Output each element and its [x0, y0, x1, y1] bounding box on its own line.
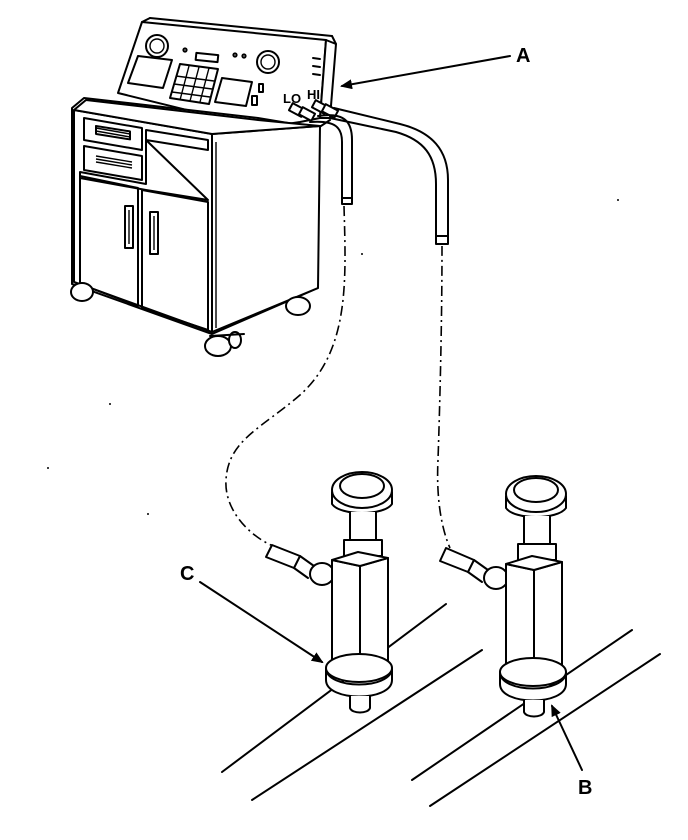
left-gauge	[145, 34, 169, 58]
upper-drawer	[83, 117, 143, 151]
callout-c-label: C	[180, 563, 194, 585]
keypad	[169, 63, 219, 105]
casters	[70, 282, 311, 357]
service-coupler-c	[265, 471, 393, 714]
cabinet-doors	[79, 175, 209, 331]
callout-c: C	[180, 563, 324, 664]
service-coupler-b	[439, 475, 567, 718]
callout-b-label: B	[578, 777, 592, 799]
left-display	[127, 55, 173, 89]
service-port-fittings	[287, 99, 340, 122]
callout-a-label: A	[516, 45, 530, 67]
right-display	[214, 77, 253, 107]
charging-station: LO HI	[70, 17, 340, 357]
cabinet-body	[71, 97, 331, 335]
lo-port-label: LO	[283, 91, 301, 106]
lower-drawer	[83, 145, 143, 181]
scan-specks	[47, 199, 619, 515]
control-console	[117, 17, 337, 129]
hi-port-label: HI	[307, 87, 320, 102]
hi-hose	[329, 107, 451, 549]
callout-b: B	[551, 704, 592, 799]
right-gauge	[256, 50, 280, 74]
floor-lines	[221, 603, 661, 807]
callout-a: A	[340, 45, 530, 90]
